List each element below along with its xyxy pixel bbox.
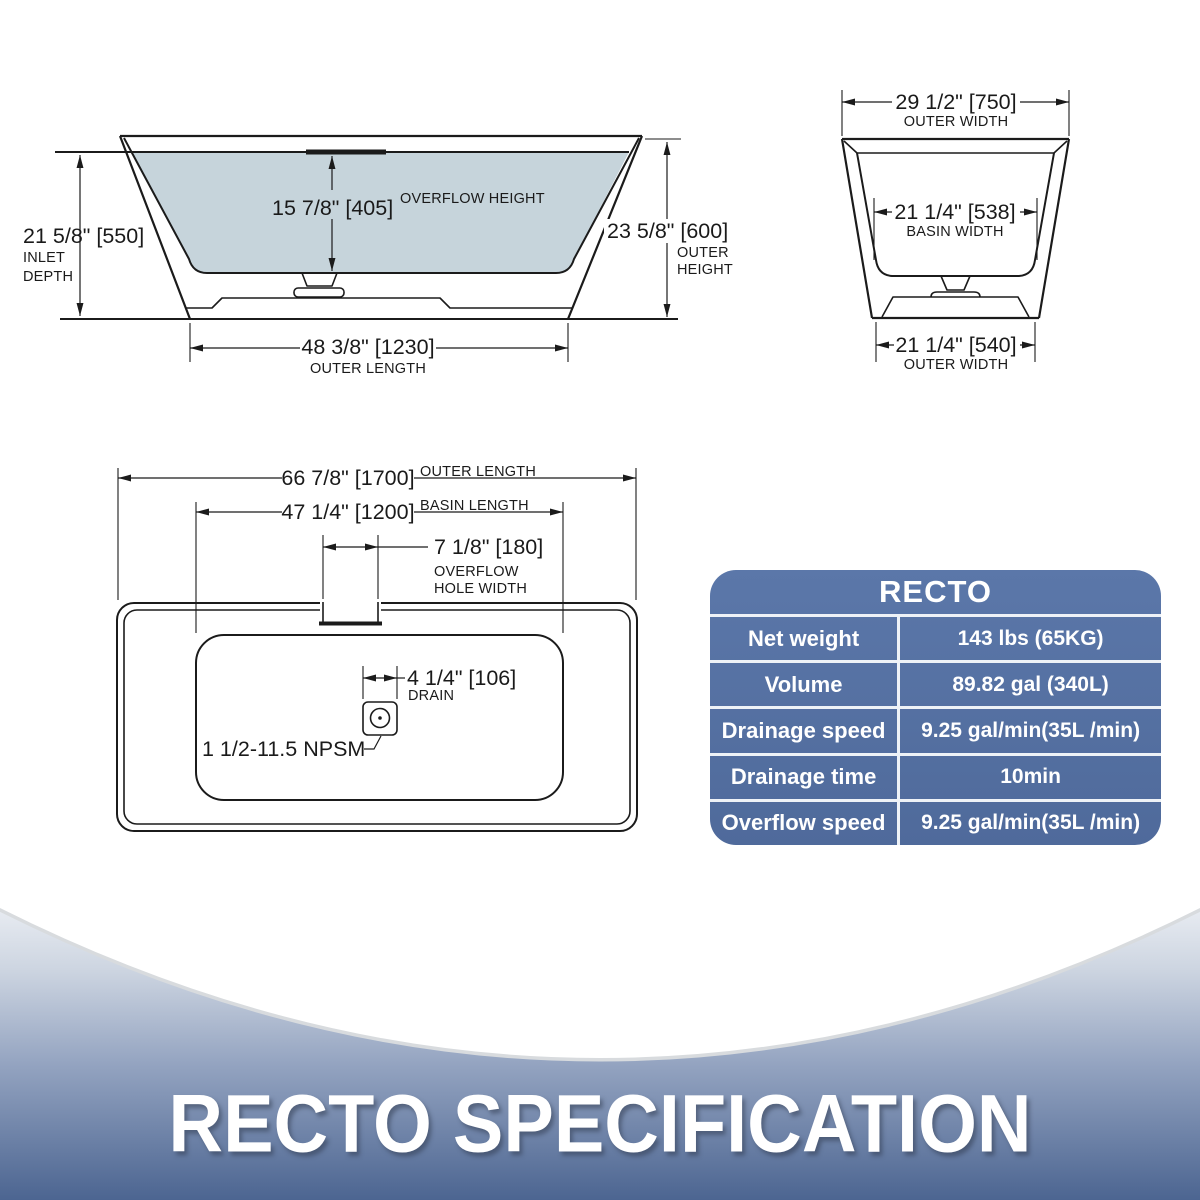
spec-label: Drainage speed <box>710 709 901 753</box>
dim-inlet-depth-label1: INLET <box>23 250 65 266</box>
text-mask <box>282 467 414 489</box>
spec-value: 143 lbs (65KG) <box>957 626 1104 650</box>
overflow-hole-mask <box>320 600 381 623</box>
spec-label: Net weight <box>710 617 901 661</box>
dim-outer-height-label1: OUTER <box>677 245 729 261</box>
tub-outer-outline <box>840 137 1071 320</box>
dim-drain-value: 4 1/4" [106] <box>407 666 516 690</box>
spec-label: Drainage time <box>710 755 901 799</box>
extension-lines <box>841 90 1070 362</box>
spec-label: Overflow speed <box>710 801 901 845</box>
basin-rect <box>195 634 564 801</box>
spec-value: 10min <box>1000 765 1061 789</box>
pedestal-profile <box>881 296 1030 318</box>
banner: RECTO SPECIFICATION <box>0 880 1200 1200</box>
text-mask <box>604 219 740 243</box>
banner-arc <box>0 880 1200 1062</box>
extension-lines <box>189 138 681 362</box>
end-view-diagram: 29 1/2" [750] OUTER WIDTH 21 1/4" [538] … <box>840 90 1071 373</box>
drain-thread-label: 1 1/2-11.5 NPSM <box>202 737 365 761</box>
drain-square <box>362 701 398 736</box>
drain-thread-leader <box>364 735 382 750</box>
table-row: Net weight 143 lbs (65KG) <box>710 614 1161 661</box>
drain-circle <box>369 707 391 729</box>
spec-table-rows: Net weight 143 lbs (65KG) Volume 89.82 g… <box>710 614 1161 845</box>
dim-overflow-hole-label2: HOLE WIDTH <box>434 581 527 597</box>
dim-outer-width-bottom-label: OUTER WIDTH <box>904 357 1009 373</box>
drain-fitting-dish <box>293 287 345 298</box>
table-row: Drainage time 10min <box>710 752 1161 799</box>
water-fill <box>132 152 629 273</box>
extension-lines <box>117 468 637 699</box>
dim-outer-height-value: 23 5/8" [600] <box>607 219 728 243</box>
dim-inlet-depth-label2: DEPTH <box>23 269 73 285</box>
dim-basin-length-value: 47 1/4" [1200] <box>281 500 414 524</box>
drain-cup <box>940 275 971 291</box>
banner-title: RECTO SPECIFICATION <box>168 1076 1032 1170</box>
dim-drain-label: DRAIN <box>408 688 454 704</box>
text-mask <box>894 334 1020 355</box>
spec-table: RECTO Net weight 143 lbs (65KG) Volume 8… <box>710 570 1161 845</box>
rim-bevels <box>843 140 1068 154</box>
basin-interior-outline <box>123 137 640 274</box>
dim-outer-width-top-label: OUTER WIDTH <box>904 114 1009 130</box>
spec-table-title: RECTO <box>879 574 992 609</box>
top-view-diagram: 66 7/8" [1700] OUTER LENGTH 47 1/4" [120… <box>116 464 638 832</box>
dim-outer-width-bottom-value: 21 1/4" [540] <box>895 333 1016 357</box>
table-row: Drainage speed 9.25 gal/min(35L /min) <box>710 706 1161 753</box>
overflow-hole-sides <box>322 602 379 622</box>
table-row: Overflow speed 9.25 gal/min(35L /min) <box>710 798 1161 845</box>
dim-outer-length-value: 66 7/8" [1700] <box>281 466 414 490</box>
dim-basin-length-label: BASIN LENGTH <box>420 498 529 514</box>
spec-value: 89.82 gal (340L) <box>952 672 1109 696</box>
dim-overflow-height-label: OVERFLOW HEIGHT <box>400 191 545 207</box>
arc-white-fill <box>0 880 1200 1058</box>
basin-interior-outline <box>856 152 1055 277</box>
drain-center-dot <box>378 716 382 720</box>
dim-inlet-depth-value: 21 5/8" [550] <box>23 224 144 248</box>
pedestal-profile <box>186 272 572 309</box>
dim-outer-length-label: OUTER LENGTH <box>420 464 536 480</box>
dim-overflow-hole-value: 7 1/8" [180] <box>434 535 543 559</box>
dim-overflow-hole-label1: OVERFLOW <box>434 564 519 580</box>
dim-basin-width-label: BASIN WIDTH <box>906 224 1003 240</box>
drain-fitting-dish <box>930 291 981 298</box>
spec-value: 9.25 gal/min(35L /min) <box>921 811 1141 835</box>
dim-outer-length-label: OUTER LENGTH <box>310 361 426 377</box>
overflow-slot <box>306 149 386 155</box>
side-view-diagram: 21 5/8" [550] INLET DEPTH 15 7/8" [405] … <box>23 134 740 377</box>
dim-outer-width-top-value: 29 1/2" [750] <box>895 90 1016 114</box>
dim-overflow-height-value: 15 7/8" [405] <box>272 196 393 220</box>
dim-outer-height-label2: HEIGHT <box>677 262 733 278</box>
table-row: Volume 89.82 gal (340L) <box>710 660 1161 707</box>
text-mask <box>892 91 1020 112</box>
dim-basin-width-value: 21 1/4" [538] <box>894 200 1015 224</box>
text-mask <box>282 501 414 523</box>
spec-label: Volume <box>710 663 901 707</box>
text-mask <box>892 201 1020 222</box>
spec-value: 9.25 gal/min(35L /min) <box>921 719 1141 742</box>
dim-outer-length-value: 48 3/8" [1230] <box>301 335 434 359</box>
text-mask <box>300 336 436 359</box>
